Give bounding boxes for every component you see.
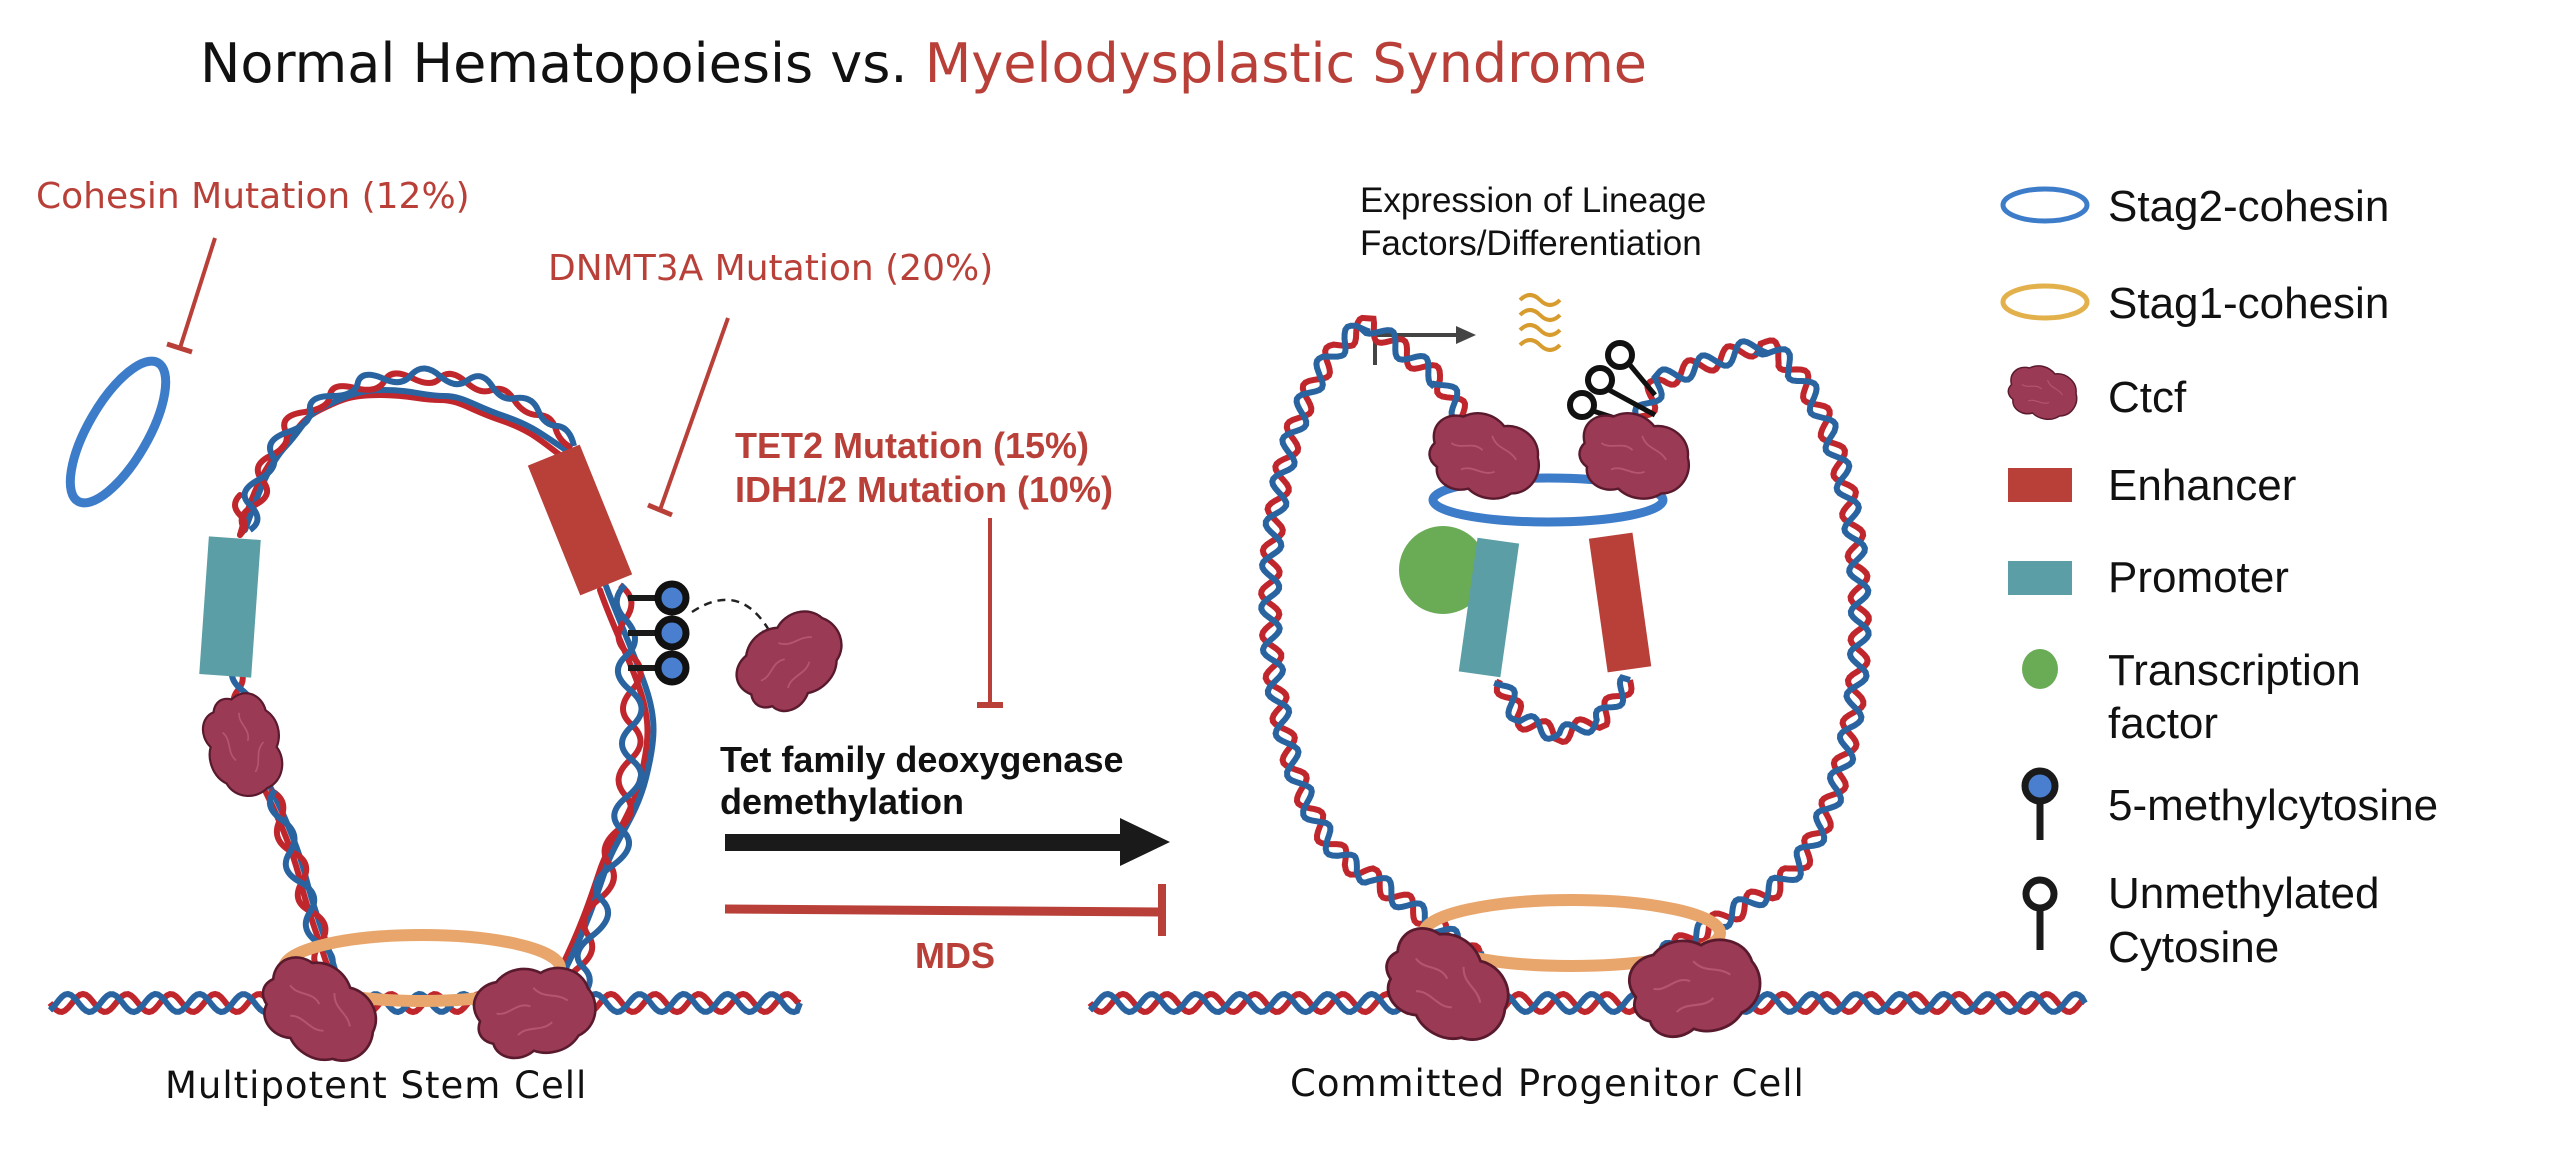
legend-label: Cytosine [2108, 923, 2279, 972]
transcription-factor-icon [2022, 649, 2058, 689]
enhancer-block [527, 444, 633, 596]
legend-label: Unmethylated [2108, 869, 2379, 918]
mds-block-icon [724, 884, 1166, 936]
mrna-transcript-icon [1518, 293, 1562, 352]
legend-item-5mc: 5-methylcytosine [2021, 767, 2438, 840]
promoter-block [1458, 537, 1520, 678]
unmethylated-cytosine-icon [1585, 365, 1615, 395]
enhancer-block [1588, 532, 1652, 673]
unmethylated-cytosine-icon [1567, 390, 1597, 420]
legend-label: Promoter [2108, 553, 2289, 602]
title-normal-part: Normal Hematopoiesis vs. [200, 32, 925, 95]
methylcytosine-icon [654, 580, 690, 616]
progenitor-cell-diagram: Expression of Lineage Factors/Differenti… [1087, 181, 2088, 1105]
stag2-cohesin-ring-icon [2000, 186, 2090, 224]
promoter-block [199, 536, 261, 678]
ctcf-anchor-left-icon [1368, 915, 1526, 1056]
idh-mutation-label: IDH1/2 Mutation (10%) [735, 469, 1113, 510]
stag1-cohesin-ring-icon [2000, 283, 2090, 321]
mds-label: MDS [915, 935, 995, 976]
legend-item-stag1: Stag1-cohesin [2000, 279, 2389, 328]
transcription-factor [1399, 526, 1487, 614]
promoter-block-icon [2008, 561, 2072, 595]
unmethylated-cytosine-cluster [1567, 340, 1657, 433]
legend: Stag2-cohesin Stag1-cohesin Ctcf Enhance… [2000, 182, 2438, 972]
differentiation-arrow-icon [725, 818, 1170, 866]
legend-item-unmethylated: Unmethylated Cytosine [2022, 869, 2379, 972]
methylcytosine-cluster [628, 580, 690, 686]
ctcf-anchor-left-icon [245, 945, 392, 1076]
methylcytosine-icon [654, 650, 690, 686]
tet-process-label-line2: demethylation [720, 781, 964, 822]
unbound-ctcf-icon [722, 590, 859, 733]
legend-item-transcription-factor: Transcription factor [2022, 646, 2361, 748]
methylcytosine-icon [654, 615, 690, 651]
ctcf-loop-left-icon [1428, 411, 1541, 500]
detached-stag2-cohesin-ring-icon [65, 356, 171, 508]
cohesin-inhibition-icon [166, 237, 217, 355]
blocked-binding-arrow-icon [691, 598, 772, 633]
legend-item-enhancer: Enhancer [2008, 461, 2296, 510]
expression-label-line2: Factors/Differentiation [1360, 224, 1702, 263]
legend-item-ctcf: Ctcf [2007, 365, 2187, 422]
methylcytosine-lollipop-icon [2021, 767, 2059, 805]
legend-item-promoter: Promoter [2008, 553, 2289, 602]
tet-process-label-line1: Tet family deoxygenase [720, 739, 1124, 780]
stag2-cohesin-ring [1428, 473, 1668, 527]
figure-title: Normal Hematopoiesis vs. Myelodysplastic… [200, 32, 1647, 95]
stem-cell-diagram: Cohesin Mutation (12%) DNMT3A Mutation (… [36, 176, 993, 1107]
title-disease-part: Myelodysplastic Syndrome [925, 32, 1647, 95]
cohesin-mutation-label: Cohesin Mutation (12%) [36, 176, 470, 217]
legend-label: factor [2108, 699, 2218, 748]
legend-label: Ctcf [2108, 373, 2187, 422]
expression-label-line1: Expression of Lineage [1360, 181, 1706, 220]
dnmt3a-mutation-label: DNMT3A Mutation (20%) [548, 248, 993, 289]
legend-item-stag2: Stag2-cohesin [2000, 182, 2389, 231]
stem-cell-label: Multipotent Stem Cell [165, 1064, 587, 1107]
legend-label: 5-methylcytosine [2108, 781, 2438, 830]
unmethylated-cytosine-icon [1605, 340, 1635, 370]
unmethylated-cytosine-lollipop-icon [2022, 876, 2058, 912]
ctcf-loop-right-icon [1578, 411, 1691, 500]
ctcf-protein-icon [2007, 365, 2078, 421]
tet2-idh-inhibition-icon [977, 518, 1003, 708]
legend-label: Stag2-cohesin [2108, 182, 2389, 231]
progenitor-cell-label: Committed Progenitor Cell [1290, 1062, 1805, 1105]
legend-label: Transcription [2108, 646, 2361, 695]
tet2-mutation-label: TET2 Mutation (15%) [735, 425, 1089, 466]
ctcf-protein-icon [183, 680, 305, 810]
transition-panel: TET2 Mutation (15%) IDH1/2 Mutation (10%… [720, 425, 1170, 976]
legend-label: Enhancer [2108, 461, 2296, 510]
dnmt3a-inhibition-icon [647, 317, 730, 518]
legend-label: Stag1-cohesin [2108, 279, 2389, 328]
enhancer-block-icon [2008, 468, 2072, 502]
